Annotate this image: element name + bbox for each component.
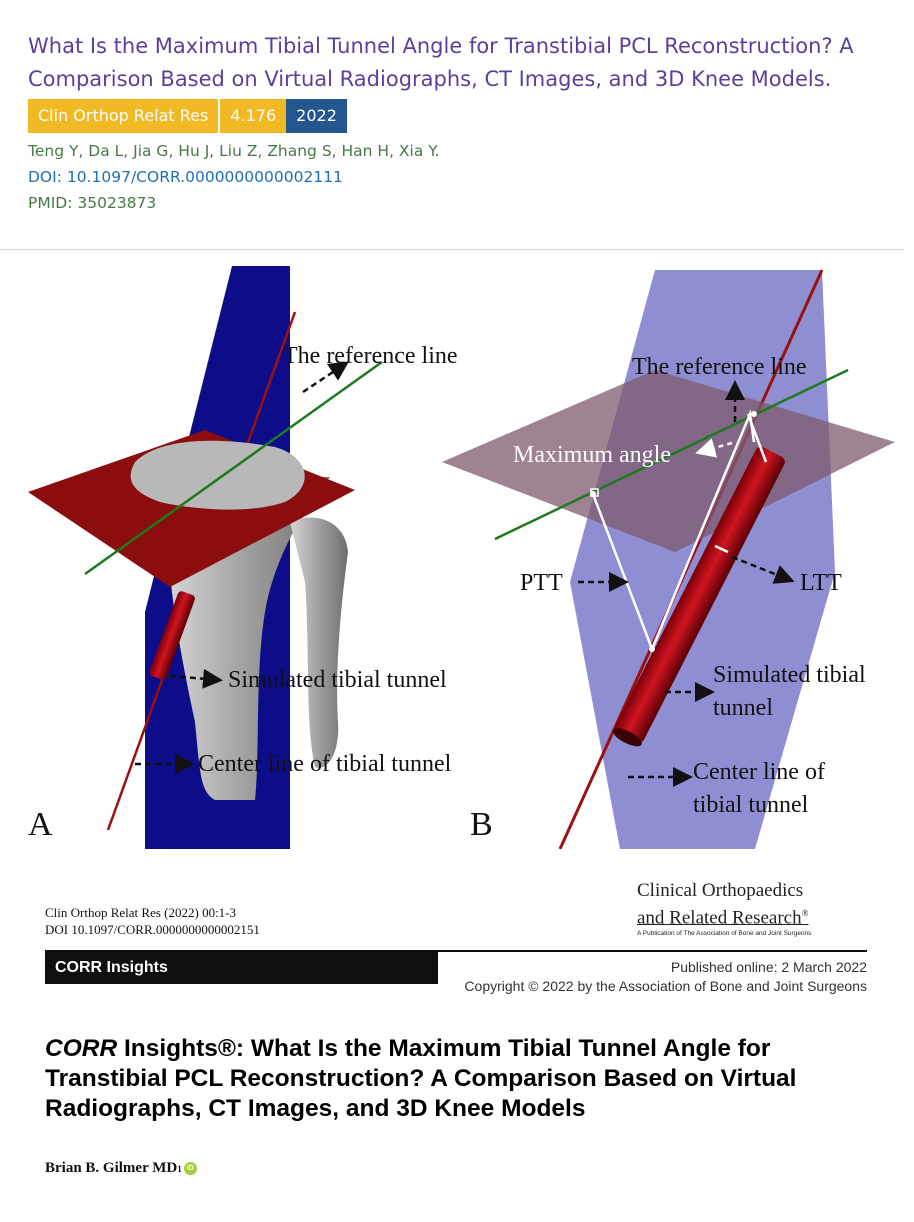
article-title-link[interactable]: What Is the Maximum Tibial Tunnel Angle … xyxy=(28,34,854,91)
orcid-icon[interactable]: iD xyxy=(183,1162,197,1175)
published-date: Published online: 2 March 2022 xyxy=(670,959,867,975)
title-italic: CORR xyxy=(45,1035,118,1062)
doi-link[interactable]: DOI: 10.1097/CORR.0000000000002111 xyxy=(28,168,343,186)
article-figure: The reference line Simulated tibial tunn… xyxy=(10,252,904,849)
publication-info: Published online: 2 March 2022 Copyright… xyxy=(464,958,867,996)
year-badge: 2022 xyxy=(286,99,347,133)
logo-line-1: Clinical Orthopaedics xyxy=(637,880,804,901)
center-line-b xyxy=(558,269,824,849)
article-header: What Is the Maximum Tibial Tunnel Angle … xyxy=(28,30,898,213)
logo-subtitle: A Publication of The Association of Bone… xyxy=(637,930,812,938)
label-center-line-b-1: Center line of xyxy=(693,759,825,785)
divider xyxy=(0,249,904,250)
fibula-shape xyxy=(290,517,348,768)
corr-insights-title: CORR Insights®: What Is the Maximum Tibi… xyxy=(45,1034,885,1124)
author-affiliation: 1 xyxy=(177,1163,182,1174)
copyright: Copyright © 2022 by the Association of B… xyxy=(464,978,867,994)
pmid: PMID: 35023873 xyxy=(28,194,157,212)
figure-svg: The reference line Simulated tibial tunn… xyxy=(28,266,895,849)
logo-line-2: and Related Research® xyxy=(637,907,809,929)
label-center-line-a: Center line of tibial tunnel xyxy=(198,751,452,777)
panel-letter-b: B xyxy=(470,806,493,843)
section-label: CORR Insights xyxy=(45,950,438,984)
axial-plane-b xyxy=(442,370,895,552)
impact-factor-badge: 4.176 xyxy=(218,99,287,133)
section-rule xyxy=(438,950,867,952)
panel-b: Maximum angle The reference line PTT LTT… xyxy=(442,269,895,849)
label-simulated-tunnel-b-1: Simulated tibial xyxy=(713,662,866,688)
panel-a: The reference line Simulated tibial tunn… xyxy=(28,266,458,849)
label-ltt: LTT xyxy=(800,570,842,596)
title-text: Insights®: What Is the Maximum Tibial Tu… xyxy=(45,1035,797,1122)
label-maximum-angle: Maximum angle xyxy=(513,442,671,468)
reference-line-b xyxy=(494,368,849,541)
label-simulated-tunnel-a: Simulated tibial tunnel xyxy=(228,667,447,693)
tibial-plateau xyxy=(130,440,305,510)
citation: Clin Orthop Relat Res (2022) 00:1-3 DOI … xyxy=(45,904,260,938)
label-reference-line-a: The reference line xyxy=(283,343,458,369)
journal-header: Clin Orthop Relat Res (2022) 00:1-3 DOI … xyxy=(45,880,867,940)
label-ptt: PTT xyxy=(520,570,563,596)
label-center-line-b-2: tibial tunnel xyxy=(693,792,809,818)
citation-line-1: Clin Orthop Relat Res (2022) 00:1-3 xyxy=(45,905,237,920)
badge-row: Clin Orthop Relat Res 4.176 2022 xyxy=(28,99,898,133)
label-reference-line-b: The reference line xyxy=(632,354,807,380)
citation-doi: DOI 10.1097/CORR.0000000000002151 xyxy=(45,922,260,937)
reference-line-a xyxy=(84,360,383,576)
authors: Teng Y, Da L, Jia G, Hu J, Liu Z, Zhang … xyxy=(28,142,440,160)
panel-letter-a: A xyxy=(28,806,53,843)
label-simulated-tunnel-b-2: tunnel xyxy=(713,695,773,721)
journal-badge[interactable]: Clin Orthop Relat Res xyxy=(28,99,219,133)
journal-logo: Clinical Orthopaedics and Related Resear… xyxy=(637,880,867,938)
author-name: Brian B. Gilmer MD xyxy=(45,1160,178,1176)
